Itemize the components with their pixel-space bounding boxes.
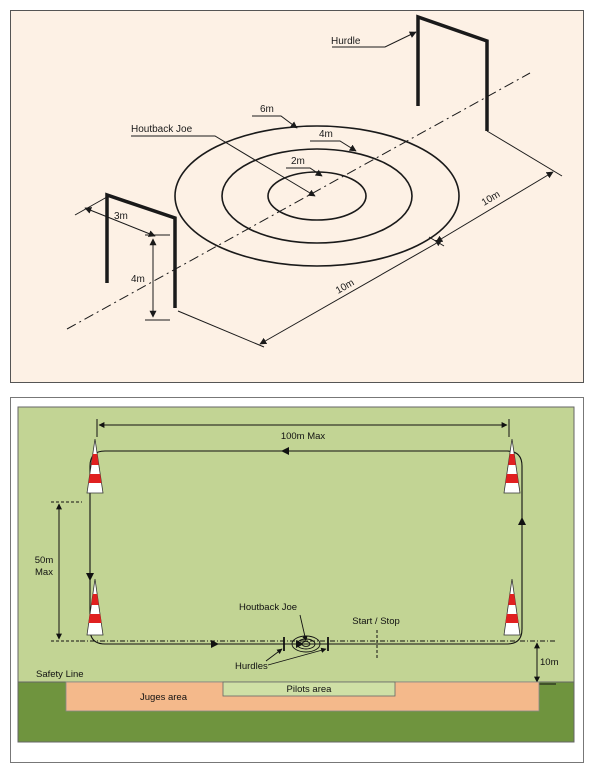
cone-bottom-right: [503, 578, 521, 636]
ring-4m-leader: [310, 140, 357, 152]
dim-10m-front-ext1: [177, 310, 265, 348]
hurdle-leader: [332, 31, 417, 48]
label-safety-line: Safety Line: [36, 669, 84, 680]
dim-3m: [84, 207, 156, 237]
ring-2m-leader: [286, 167, 323, 177]
label-hurdles: Hurdles: [235, 661, 268, 672]
label-50m: 50m: [35, 555, 54, 566]
label-hurdle: Hurdle: [331, 36, 361, 47]
label-pilots-area: Pilots area: [287, 684, 333, 695]
arrow-left-side: [86, 573, 94, 581]
center-axis-line: [66, 72, 531, 330]
label-100m-max: 100m Max: [281, 431, 326, 442]
arrow-right-side: [518, 517, 526, 525]
label-2m: 2m: [291, 156, 305, 167]
pilots-area: [222, 681, 396, 697]
label-4m-height: 4m: [131, 274, 145, 285]
label-juges-area: Juges area: [140, 692, 188, 703]
arrow-top-1: [281, 447, 289, 455]
label-4m-ring: 4m: [319, 129, 333, 140]
dim-3m-ext: [74, 196, 108, 216]
label-50m-max: Max: [35, 567, 53, 578]
hurdles-pointer-left: [265, 648, 283, 662]
cone-bottom-left: [86, 578, 104, 636]
label-3m: 3m: [114, 211, 128, 222]
label-start-stop: Start / Stop: [352, 616, 400, 627]
hurdle-left: [105, 192, 177, 308]
label-houtback-joe-top: Houtback Joe: [131, 124, 193, 135]
ring-6m-leader: [252, 115, 298, 129]
label-6m: 6m: [260, 104, 274, 115]
houtback-joe-leader: [131, 135, 316, 197]
cone-top-right: [503, 438, 521, 494]
grass-field: [17, 406, 575, 683]
dim-10m-right: [435, 171, 554, 243]
arrow-bottom-1: [211, 640, 219, 648]
hurdles-pointer-right: [267, 647, 327, 666]
dim-10m-front: [259, 239, 443, 345]
dim-10m-right-ext1: [486, 130, 563, 177]
houtback-joe-pointer: [299, 614, 308, 642]
cone-top-left: [86, 438, 104, 494]
hurdle-course-perspective-diagram: Hurdle Houtback Joe 6m 4m 2m 3m 4m 10m 1…: [10, 10, 584, 383]
race-course-layout-diagram: 100m Max 50m Max 10m: [10, 397, 584, 763]
hurdle-right: [416, 14, 489, 131]
label-10m: 10m: [540, 657, 559, 668]
label-houtback-joe-bottom: Houtback Joe: [239, 602, 297, 613]
